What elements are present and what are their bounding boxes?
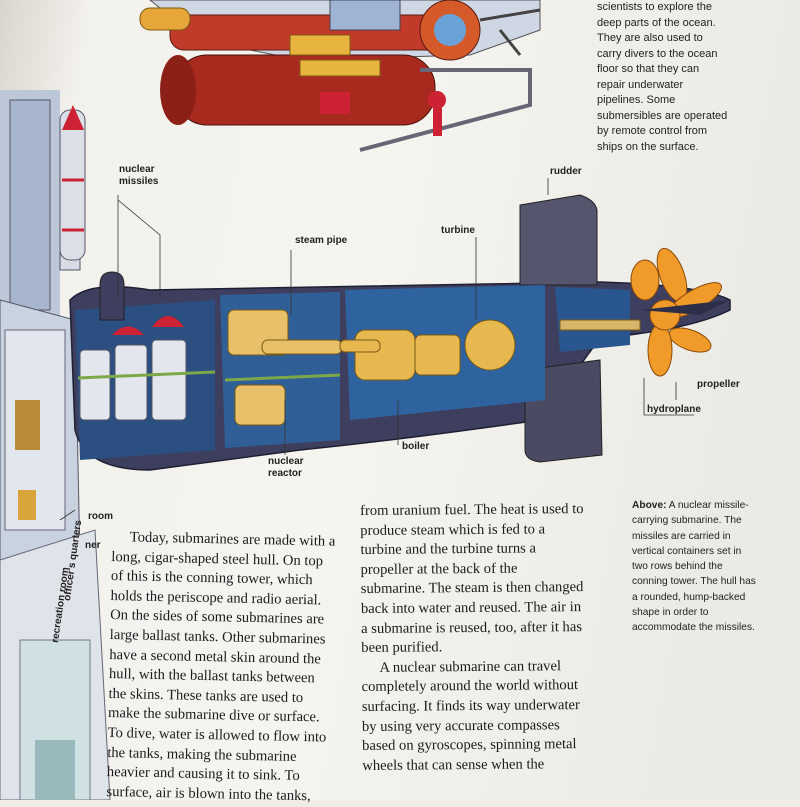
nuclear-submarine-illustration	[69, 194, 731, 471]
caption-line: accommodate the missiles.	[632, 622, 755, 634]
side-caption-line: carry divers to the ocean	[597, 47, 718, 60]
side-caption-line: deep parts of the ocean.	[597, 16, 716, 29]
caption-line: carrying submarine. The	[632, 515, 742, 527]
label-rudder: rudder	[550, 166, 582, 177]
side-caption-line: repair underwater	[597, 78, 684, 91]
caption-line: a rounded, hump-backed	[632, 591, 746, 603]
body-line: turbine and the turbine turns a	[360, 540, 536, 559]
body-line: wheels that can sense when the	[362, 756, 545, 774]
body-line: produce steam which is fed to a	[360, 520, 546, 539]
body-line: been purified.	[361, 639, 443, 657]
side-caption-line: submersibles are operated	[597, 109, 728, 122]
label-room: room	[88, 511, 113, 522]
side-caption-line: pipelines. Some	[597, 94, 676, 106]
left-cutaway-illustration	[0, 90, 111, 800]
body-line: A nuclear submarine can travel	[379, 658, 562, 676]
label-nuclear-reactor-line2: reactor	[268, 468, 302, 479]
body-line: completely around the world without	[361, 677, 579, 696]
caption-bold-lead: Above:	[632, 500, 667, 511]
caption-line: missiles are carried in	[632, 530, 731, 542]
body-line: a submarine is reused, too, after it has	[361, 618, 583, 637]
label-nuclear-missiles-line2: missiles	[119, 176, 159, 187]
side-caption-line: floor so that they can	[597, 63, 700, 75]
caption-line-text: A nuclear missile-	[666, 500, 749, 511]
leader-lines	[59, 178, 694, 521]
body-line: based on gyroscopes, spinning metal	[362, 736, 577, 755]
body-line: surface, air is blown into the tanks,	[106, 783, 311, 804]
side-caption-line: scientists to explore the	[597, 1, 712, 13]
figure-caption: Above: A nuclear missile- carrying subma…	[632, 498, 782, 636]
label-nuclear-missiles-line1: nuclear	[119, 164, 155, 175]
side-caption: scientists to explore the deep parts of …	[597, 0, 767, 155]
body-line: propeller at the back of the	[360, 560, 518, 578]
caption-line: vertical containers set in	[632, 545, 742, 557]
body-text-column-1: Today, submarines are made with a long, …	[106, 528, 335, 807]
body-line: from uranium fuel. The heat is used to	[360, 501, 584, 519]
body-line: submarine. The steam is then changed	[360, 579, 584, 598]
label-nuclear-reactor: nuclear reactor	[268, 456, 304, 480]
label-boiler: boiler	[402, 441, 430, 452]
label-ner: ner	[85, 540, 101, 551]
label-propeller: propeller	[697, 379, 740, 390]
submersible-illustration	[139, 0, 541, 152]
body-line: surfacing. It finds its way underwater	[361, 697, 580, 715]
label-turbine: turbine	[441, 225, 475, 236]
label-nuclear-missiles: nuclear missiles	[119, 164, 158, 188]
label-nuclear-reactor-line1: nuclear	[268, 456, 304, 467]
body-line: by using very accurate compasses	[361, 716, 560, 735]
body-text-column-2: from uranium fuel. The heat is used to p…	[360, 500, 586, 776]
caption-line: shape in order to	[632, 607, 709, 619]
caption-line: conning tower. The hull has	[632, 576, 756, 588]
side-caption-line: ships on the surface.	[597, 140, 699, 153]
body-line: back into water and reused. The air in	[360, 599, 582, 617]
label-steam-pipe: steam pipe	[295, 235, 348, 246]
caption-line: two rows behind the	[632, 561, 723, 573]
side-caption-line: by remote control from	[597, 125, 708, 137]
side-caption-line: They are also used to	[597, 32, 703, 44]
caption-line: Above: A nuclear missile-	[632, 498, 782, 513]
label-hydroplane: hydroplane	[647, 404, 701, 415]
